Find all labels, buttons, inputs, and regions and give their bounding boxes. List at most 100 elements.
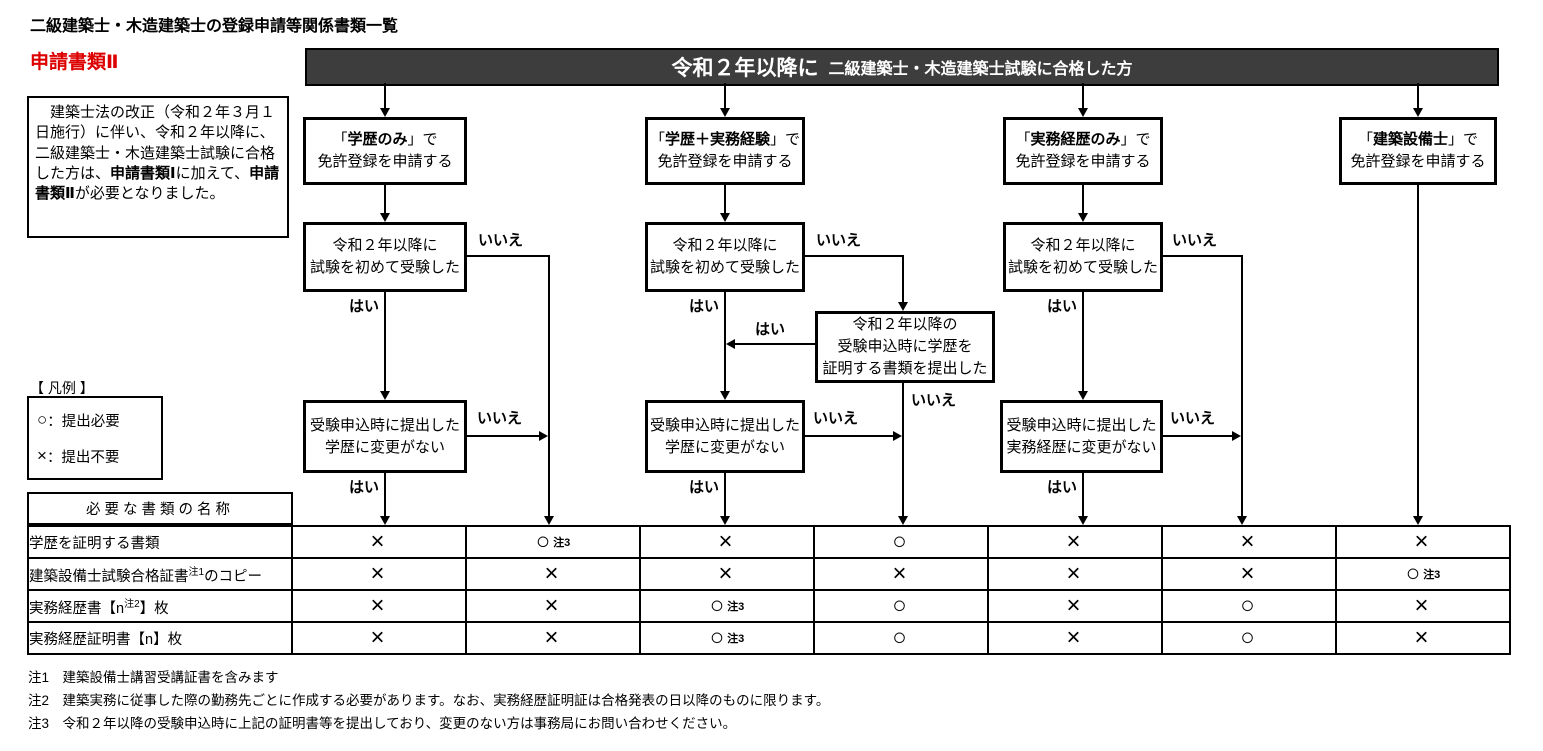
intro-text: 建築士法の改正（令和２年３月１日施行）に伴い、令和２年以降に、二級建築士・木造建…	[35, 104, 276, 182]
mark-cell: ×	[987, 589, 1163, 623]
table-row: 実務経歴書【n注2】枚 × × ○注3 ○ × ○ ×	[27, 589, 1511, 623]
cross-mark: ×	[37, 446, 47, 465]
table-header-required-documents: 必要な書類の名称	[27, 492, 293, 525]
connector-line	[384, 83, 386, 108]
flow-box-apply-building-services: 「建築設備士」で 免許登録を申請する	[1339, 117, 1497, 185]
circle-mark: ○	[37, 410, 48, 429]
document-name-cell: 実務経歴証明書【n】枚	[27, 621, 293, 655]
mark-cell: ×	[1161, 557, 1337, 591]
arrow-down-icon	[544, 516, 554, 525]
mark-cell: ×	[987, 525, 1163, 559]
flow-box-apply-education-only: 「学歴のみ」で 免許登録を申請する	[303, 117, 467, 185]
connector-line	[467, 255, 550, 257]
flow-box-no-change-experience: 受験申込時に提出した 実務経歴に変更がない	[1000, 400, 1163, 473]
connector-line	[724, 185, 726, 213]
intro-text: が必要となりました。	[74, 185, 225, 202]
header-bar: 令和２年以降に 二級建築士・木造建築士試験に合格した方	[305, 48, 1499, 86]
table-row: 実務経歴証明書【n】枚 × × ○注3 ○ × ○ ×	[27, 621, 1511, 655]
connector-line	[1417, 185, 1419, 516]
arrow-down-icon	[380, 213, 390, 222]
flow-box-first-exam-1: 令和２年以降に 試験を初めて受験した	[303, 222, 467, 292]
mark-cell: ○	[1161, 589, 1337, 623]
arrow-down-icon	[1413, 516, 1423, 525]
label-no: いいえ	[813, 410, 859, 427]
flow-box-apply-education-experience: 「学歴＋実務経験」で 免許登録を申請する	[645, 117, 805, 185]
flow-box-no-change-education-2: 受験申込時に提出した 学歴に変更がない	[645, 400, 805, 473]
mark-cell: ×	[1335, 589, 1511, 623]
legend-box: ○：提出必要 ×：提出不要	[27, 396, 163, 480]
label-no: いいえ	[816, 232, 862, 249]
label-no: いいえ	[477, 410, 523, 427]
arrow-down-icon	[1237, 516, 1247, 525]
mark-cell: ×	[465, 621, 641, 655]
connector-line	[1241, 255, 1243, 516]
document-name-cell: 実務経歴書【n注2】枚	[27, 589, 293, 623]
mark-cell: ×	[639, 557, 815, 591]
connector-line	[384, 473, 386, 516]
page-title: 二級建築士・木造建築士の登録申請等関係書類一覧	[30, 18, 399, 35]
connector-line	[735, 343, 815, 345]
arrow-down-icon	[1078, 391, 1088, 400]
flow-box-no-change-education-1: 受験申込時に提出した 学歴に変更がない	[303, 400, 467, 473]
connector-line	[805, 255, 904, 257]
header-bar-small-text: 二級建築士・木造建築士試験に合格した方	[828, 61, 1133, 78]
document-name-cell: 建築設備士試験合格証書注1のコピー	[27, 557, 293, 591]
arrow-down-icon	[1078, 213, 1088, 222]
legend-title: 【 凡例 】	[30, 380, 94, 396]
mark-cell: ×	[291, 557, 467, 591]
mark-cell: ×	[465, 589, 641, 623]
flow-box-first-exam-2: 令和２年以降に 試験を初めて受験した	[645, 222, 805, 292]
legend-item-required: ○：提出必要	[37, 410, 120, 430]
arrow-down-icon	[898, 302, 908, 311]
connector-line	[805, 435, 893, 437]
arrow-down-icon	[898, 516, 908, 525]
connector-line	[1082, 83, 1084, 108]
arrow-down-icon	[380, 108, 390, 117]
intro-box: 建築士法の改正（令和２年３月１日施行）に伴い、令和２年以降に、二級建築士・木造建…	[27, 96, 289, 238]
label-no: いいえ	[1172, 232, 1218, 249]
footnote-1: 注1 建築設備士講習受講証書を含みます	[28, 670, 279, 685]
document-name-cell: 学歴を証明する書類	[27, 525, 293, 559]
flow-box-apply-experience-only: 「実務経歴のみ」で 免許登録を申請する	[1003, 117, 1163, 185]
mark-cell: ○注3	[639, 621, 815, 655]
mark-cell: ×	[1161, 525, 1337, 559]
mark-cell: ○注3	[1335, 557, 1511, 591]
mark-cell: ×	[1335, 525, 1511, 559]
connector-line	[1082, 473, 1084, 516]
connector-line	[724, 292, 726, 391]
connector-line	[1417, 83, 1419, 108]
header-bar-big-text: 令和２年以降に	[671, 57, 819, 80]
arrow-left-icon	[726, 339, 735, 349]
label-no: いいえ	[911, 392, 957, 409]
mark-cell: ×	[465, 557, 641, 591]
intro-bold-2: 申請書類Ⅱ	[35, 164, 280, 202]
label-yes: はい	[349, 479, 380, 496]
mark-cell: ×	[1335, 621, 1511, 655]
label-yes: はい	[1047, 298, 1078, 315]
footnote-2: 注2 建築実務に従事した際の勤務先ごとに作成する必要があります。なお、実務経歴証…	[28, 693, 830, 708]
connector-line	[384, 185, 386, 213]
arrow-down-icon	[720, 213, 730, 222]
arrow-right-icon	[1232, 431, 1241, 441]
mark-cell: ×	[291, 621, 467, 655]
arrow-down-icon	[380, 516, 390, 525]
intro-text: に加えて、	[175, 164, 250, 182]
mark-cell: ○	[813, 621, 989, 655]
flow-box-first-exam-3: 令和２年以降に 試験を初めて受験した	[1003, 222, 1163, 292]
label-yes: はい	[689, 479, 720, 496]
arrow-down-icon	[720, 108, 730, 117]
documents-table: 学歴を証明する書類 × ○注3 × ○ × × × 建築設備士試験合格証書注1の…	[27, 525, 1511, 655]
mark-cell: ×	[987, 557, 1163, 591]
connector-line	[1082, 185, 1084, 213]
connector-line	[548, 255, 550, 516]
table-row: 建築設備士試験合格証書注1のコピー × × × × × × ○注3	[27, 557, 1511, 591]
mark-cell: ○	[1161, 621, 1337, 655]
connector-line	[467, 435, 539, 437]
connector-line	[384, 292, 386, 391]
legend-item-not-required: ×：提出不要	[37, 446, 120, 466]
mark-cell: ×	[291, 525, 467, 559]
mark-cell: ○	[813, 589, 989, 623]
table-row: 学歴を証明する書類 × ○注3 × ○ × × ×	[27, 525, 1511, 559]
arrow-down-icon	[380, 391, 390, 400]
flow-box-submitted-education-proof: 令和２年以降の 受験申込時に学歴を 証明する書類を提出した	[815, 311, 995, 383]
